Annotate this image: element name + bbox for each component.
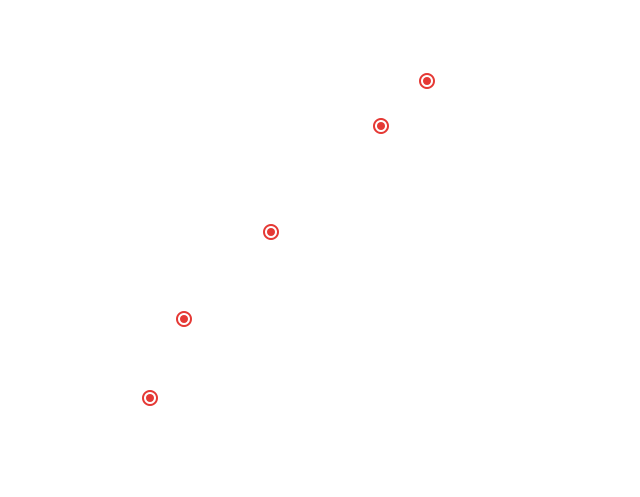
target-dot-icon[interactable] xyxy=(142,390,158,406)
target-dot-icon[interactable] xyxy=(263,224,279,240)
target-dot-icon[interactable] xyxy=(419,73,435,89)
target-dot-icon[interactable] xyxy=(176,311,192,327)
target-dot-icon[interactable] xyxy=(373,118,389,134)
